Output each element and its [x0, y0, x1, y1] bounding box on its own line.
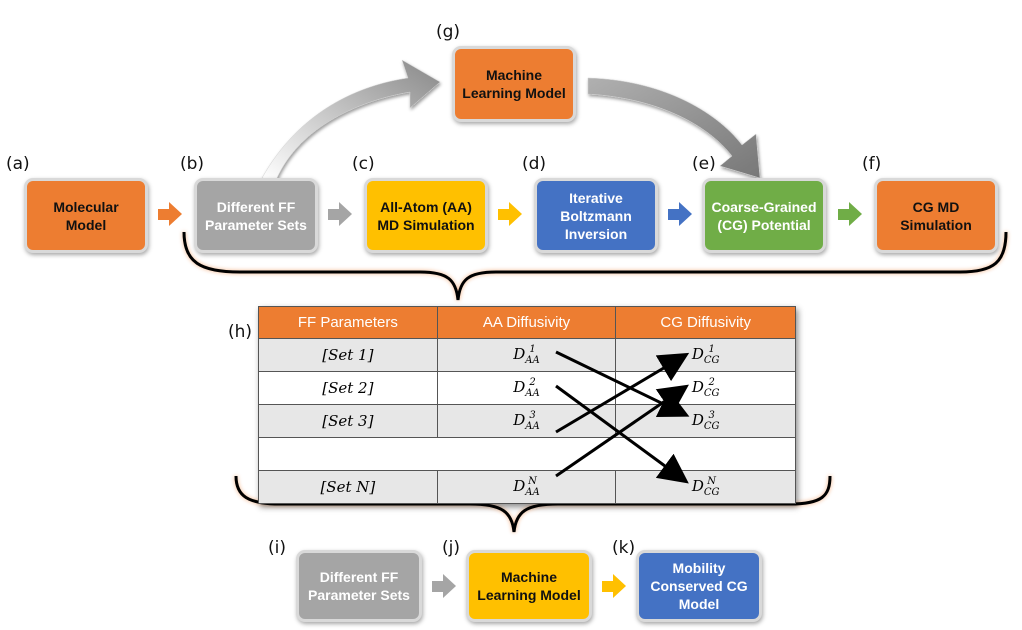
aa-symbol: D: [513, 477, 526, 495]
bottom-brace: [234, 475, 832, 533]
label-a: (a): [6, 154, 30, 174]
aa-subscript: AA: [525, 487, 540, 498]
label-d: (d): [522, 154, 547, 174]
label-f: (f): [862, 154, 882, 174]
cg-subscript: CG: [703, 487, 720, 498]
aa-superscript: N: [528, 476, 537, 487]
label-i: (i): [268, 538, 286, 558]
label-g: (g): [436, 22, 461, 42]
cg-superscript: 2: [708, 377, 715, 388]
arc-arrow-to-cg: [587, 77, 761, 179]
cg-md-simulation-box: CG MD Simulation: [874, 178, 998, 253]
aa-symbol: D: [513, 345, 526, 363]
label-k: (k): [612, 538, 636, 558]
header-cg-diffusivity: CG Diffusivity: [615, 306, 796, 339]
cg-symbol: D: [691, 477, 704, 495]
label-b: (b): [180, 154, 205, 174]
ml-model-top-box: Machine Learning Model: [452, 46, 576, 122]
arc-arrow-to-ml: [261, 59, 441, 181]
set-cell: [Set 1]: [258, 338, 438, 372]
molecular-model-box: Molecular Model: [24, 178, 148, 253]
cg-potential-box: Coarse-Grained (CG) Potential: [702, 178, 826, 253]
aa-subscript: AA: [525, 421, 540, 432]
ff-parameter-sets-bottom-box: Different FF Parameter Sets: [296, 550, 422, 622]
set-cell: [Set 3]: [258, 404, 438, 438]
cg-symbol: D: [691, 378, 704, 396]
table-header-row: FF Parameters AA Diffusivity CG Diffusiv…: [258, 306, 796, 339]
cg-symbol: D: [691, 345, 704, 363]
empty-cell: [258, 437, 796, 471]
ff-parameter-sets-box: Different FF Parameter Sets: [194, 178, 318, 253]
cg-subscript: CG: [703, 421, 720, 432]
ml-model-bottom-box: Machine Learning Model: [466, 550, 592, 622]
label-e: (e): [692, 154, 716, 174]
top-brace: [182, 231, 1008, 301]
cg-superscript: 1: [708, 344, 715, 355]
aa-md-simulation-box: All-Atom (AA) MD Simulation: [364, 178, 488, 253]
cg-superscript: 3: [708, 410, 715, 421]
aa-superscript: 1: [529, 344, 536, 355]
cg-symbol: D: [691, 411, 704, 429]
set-cell: [Set 2]: [258, 371, 438, 405]
aa-subscript: AA: [525, 355, 540, 366]
label-c: (c): [352, 154, 375, 174]
label-h: (h): [228, 322, 253, 342]
diffusivity-table: FF Parameters AA Diffusivity CG Diffusiv…: [258, 306, 796, 504]
aa-subscript: AA: [525, 388, 540, 399]
header-aa-diffusivity: AA Diffusivity: [436, 306, 617, 339]
aa-superscript: 3: [529, 410, 536, 421]
cg-subscript: CG: [703, 388, 720, 399]
aa-symbol: D: [513, 378, 526, 396]
table-row-empty: [258, 437, 796, 471]
aa-symbol: D: [513, 411, 526, 429]
set-cell: [Set N]: [258, 470, 438, 504]
boltzmann-inversion-box: Iterative Boltzmann Inversion: [534, 178, 658, 253]
mobility-cg-model-box: Mobility Conserved CG Model: [636, 550, 762, 622]
cg-subscript: CG: [703, 355, 720, 366]
label-j: (j): [442, 538, 460, 558]
cg-superscript: N: [707, 476, 717, 487]
aa-superscript: 2: [529, 377, 536, 388]
header-ff-parameters: FF Parameters: [258, 306, 438, 339]
